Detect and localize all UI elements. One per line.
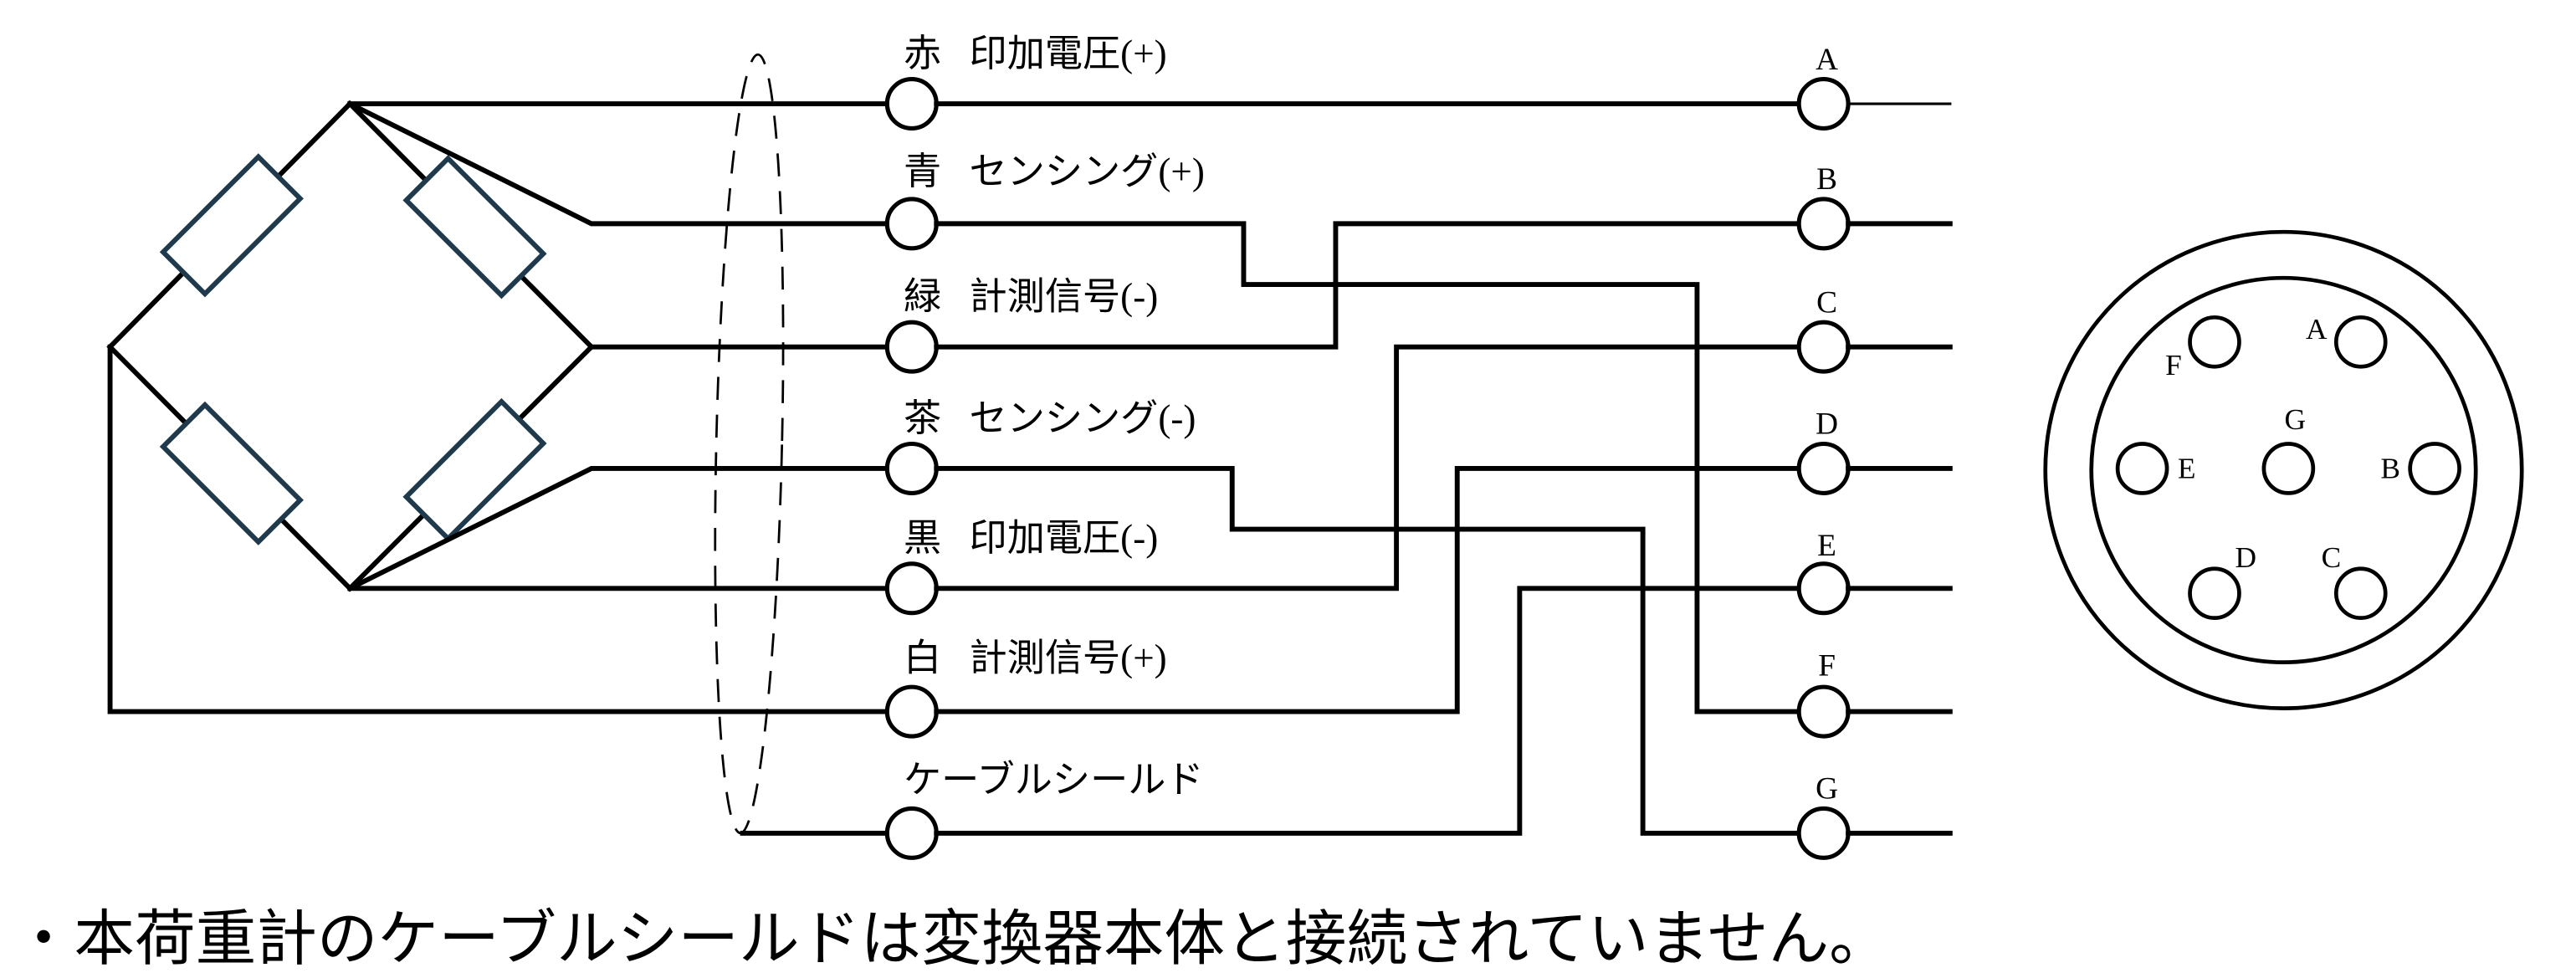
wire-signal-label: センシング(-)	[970, 397, 1196, 439]
cable-terminal-blue	[884, 197, 939, 251]
wire-shield-to-e	[934, 586, 1802, 836]
terminal-e	[1796, 561, 1851, 616]
connector-outer-ring	[2043, 229, 2524, 711]
connector-pin-label-d: D	[2235, 541, 2257, 574]
connector-pin-label-g: G	[2284, 403, 2306, 436]
wire-color-label: 黒	[904, 517, 941, 559]
terminal-g	[1796, 806, 1851, 860]
cable-terminal-shield	[884, 806, 939, 860]
wire-white-to-d	[934, 466, 1802, 714]
resistor-top-right	[402, 155, 547, 300]
cable-terminal-black	[884, 561, 939, 616]
bridge-leads	[107, 100, 890, 836]
wire-color-label: 白	[904, 637, 941, 678]
terminal-label-b: B	[1816, 162, 1837, 197]
lead-white	[107, 344, 890, 714]
cross-wiring	[934, 101, 1802, 836]
wire-color-label: 赤	[904, 33, 941, 74]
terminal-b	[1796, 197, 1851, 251]
connector-pin-b	[2408, 442, 2461, 495]
cable-terminal-brown	[884, 441, 939, 495]
connector-terminals: A B C D E F G	[1796, 43, 1953, 860]
terminal-label-g: G	[1815, 772, 1838, 806]
shield-label: ケーブルシールド	[904, 759, 1204, 801]
wire-green-to-b	[934, 221, 1802, 350]
terminal-a	[1796, 77, 1851, 131]
bridge-circuit	[106, 100, 596, 592]
connector-pin-label-f: F	[2165, 349, 2182, 381]
wire-signal-label: 印加電圧(-)	[970, 517, 1159, 559]
terminal-f	[1796, 684, 1851, 739]
wire-labels: 赤 印加電圧(+) 青 センシング(+) 緑 計測信号(-) 茶 センシング(-…	[904, 33, 1205, 801]
connector-pin-d	[2188, 566, 2241, 621]
wire-blue-to-f	[934, 221, 1802, 714]
resistor-bottom-right	[402, 397, 547, 543]
terminal-label-a: A	[1815, 43, 1838, 77]
terminal-d	[1796, 441, 1851, 495]
connector-pin-label-a: A	[2306, 313, 2328, 346]
wire-color-label: 緑	[904, 275, 941, 317]
wire-signal-label: 印加電圧(+)	[970, 33, 1167, 74]
cable-terminal-white	[884, 684, 939, 739]
connector-pin-f	[2188, 315, 2241, 369]
wire-signal-label: センシング(+)	[970, 151, 1205, 192]
connector-inner-ring	[2089, 275, 2478, 665]
cable-terminals	[884, 77, 939, 860]
wire-color-label: 青	[904, 151, 941, 192]
connector-pin-e	[2115, 442, 2169, 495]
terminal-label-f: F	[1818, 648, 1836, 683]
terminal-c	[1796, 320, 1851, 374]
cable-terminal-red	[884, 77, 939, 131]
wire-signal-label: 計測信号(+)	[970, 637, 1167, 678]
wire-brown-to-g	[934, 466, 1802, 836]
resistor-bottom-left	[159, 401, 304, 545]
connector-pin-label-c: C	[2322, 541, 2342, 574]
connector-face: A B C D E F G	[2043, 229, 2524, 711]
terminal-label-d: D	[1815, 407, 1838, 442]
lead-blue	[346, 100, 890, 227]
resistor-top-left	[159, 153, 304, 298]
wire-color-label: 茶	[904, 397, 941, 439]
connector-pin-label-e: E	[2178, 453, 2196, 485]
footnote: ・本荷重計のケーブルシールドは変換器本体と接続されていません。	[13, 905, 1890, 973]
connector-pin-g	[2261, 442, 2316, 495]
connector-pin-c	[2333, 566, 2388, 621]
lead-brown	[346, 466, 890, 592]
terminal-label-c: C	[1816, 285, 1837, 320]
cable-terminal-green	[884, 320, 939, 374]
connector-pin-a	[2333, 315, 2388, 369]
wire-black-to-c	[934, 344, 1802, 591]
connector-pin-label-b: B	[2380, 453, 2400, 485]
wire-signal-label: 計測信号(-)	[970, 275, 1159, 317]
terminal-label-e: E	[1817, 529, 1836, 563]
